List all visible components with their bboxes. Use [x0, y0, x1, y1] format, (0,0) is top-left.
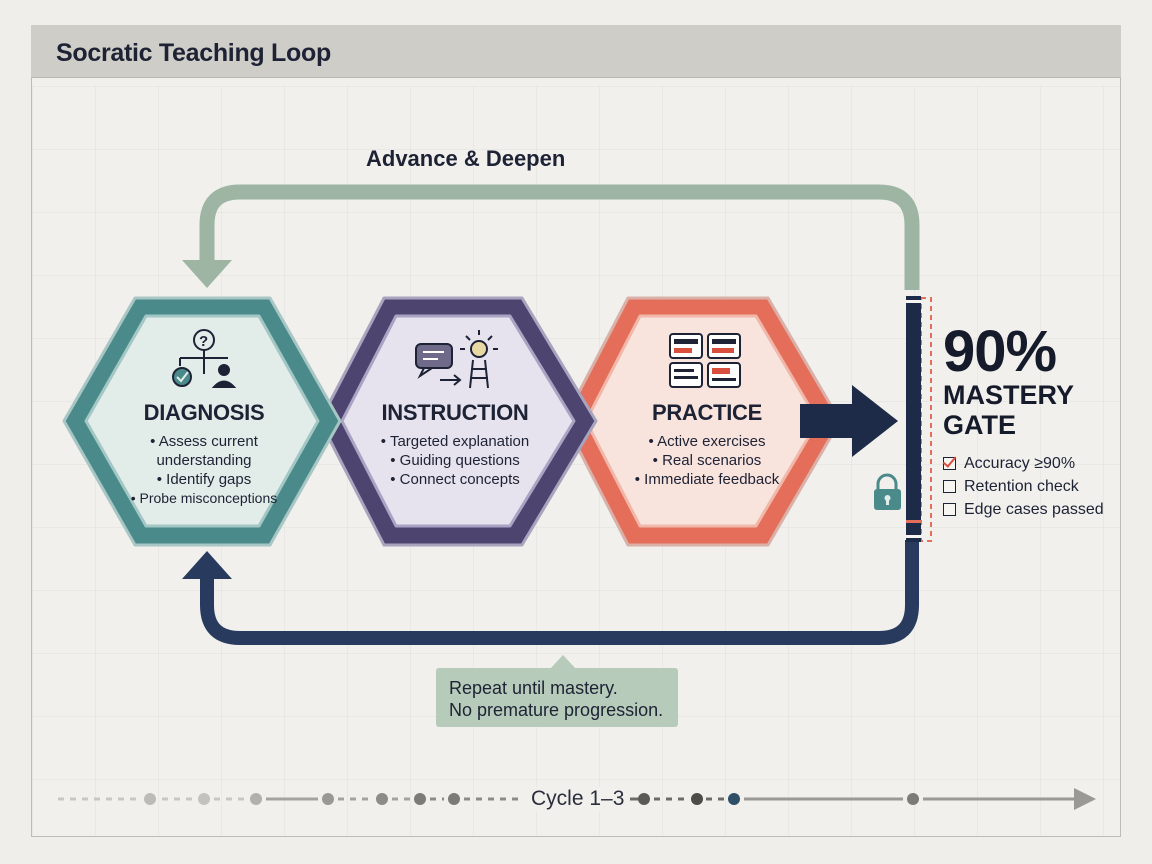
to-gate-arrow	[800, 385, 898, 457]
practice-cards-icon	[669, 333, 741, 388]
diagnosis-title: DIAGNOSIS	[143, 400, 265, 425]
checklist-label: Edge cases passed	[964, 500, 1104, 518]
diagnosis-bullet: Probe misconceptions	[104, 489, 304, 508]
checked-box-icon[interactable]	[943, 457, 956, 470]
instruction-title: INSTRUCTION	[381, 400, 529, 425]
checklist-item[interactable]: Edge cases passed	[943, 498, 1104, 521]
title-bar: Socratic Teaching Loop	[31, 25, 1121, 78]
diagnosis-text: DIAGNOSIS Assess current understanding I…	[104, 400, 304, 508]
cycle-timeline	[58, 788, 1096, 810]
diagnosis-bullet: Identify gaps	[104, 470, 304, 489]
checkbox-icon[interactable]	[943, 480, 956, 493]
gate-title: MASTERY GATE	[943, 380, 1074, 440]
page-title: Socratic Teaching Loop	[56, 39, 331, 67]
lock-icon	[874, 473, 901, 510]
repeat-note-line: No premature progression.	[449, 700, 664, 720]
mastery-gate-bar	[906, 296, 921, 542]
cycle-label: Cycle 1–3	[527, 787, 629, 811]
practice-bullet: Active exercises	[607, 432, 807, 451]
gate-checklist: Accuracy ≥90% Retention check Edge cases…	[943, 452, 1104, 521]
repeat-note-pointer	[550, 655, 576, 669]
repeat-note-line: Repeat until mastery.	[449, 678, 618, 698]
practice-text: PRACTICE Active exercises Real scenarios…	[607, 400, 807, 489]
repeat-note: Repeat until mastery. No premature progr…	[436, 668, 678, 727]
checklist-label: Retention check	[964, 477, 1079, 495]
practice-bullet: Immediate feedback	[607, 470, 807, 489]
repeat-arrow-head	[182, 551, 232, 579]
practice-bullet: Real scenarios	[607, 451, 807, 470]
checklist-item[interactable]: Accuracy ≥90%	[943, 452, 1104, 475]
instruction-text: INSTRUCTION Targeted explanation Guiding…	[355, 400, 555, 489]
instruction-bulb-icon	[415, 330, 498, 389]
gate-dashed-outline	[920, 297, 932, 542]
checklist-label: Accuracy ≥90%	[964, 454, 1076, 472]
diagnosis-flow-icon: ?	[172, 329, 237, 388]
checkbox-icon[interactable]	[943, 503, 956, 516]
advance-deepen-label: Advance & Deepen	[366, 146, 566, 171]
repeat-loop-arrow	[200, 540, 919, 645]
advance-arrow-head	[182, 260, 232, 288]
practice-title: PRACTICE	[651, 400, 763, 425]
diagnosis-bullet: Assess current understanding	[104, 432, 304, 470]
instruction-bullet: Targeted explanation	[355, 432, 555, 451]
advance-loop-arrow	[199, 184, 920, 290]
checklist-item[interactable]: Retention check	[943, 475, 1104, 498]
instruction-bullet: Guiding questions	[355, 451, 555, 470]
svg-text:?: ?	[199, 333, 208, 350]
gate-percent: 90%	[943, 319, 1057, 384]
instruction-bullet: Connect concepts	[355, 470, 555, 489]
